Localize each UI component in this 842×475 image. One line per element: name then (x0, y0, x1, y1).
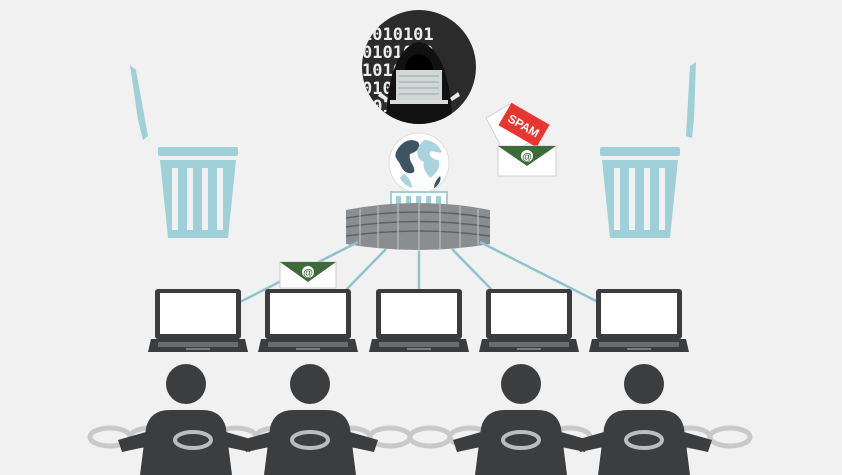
laptop-2 (258, 289, 358, 352)
laptop-1 (148, 289, 248, 352)
spam-email-icon: SPAM @ (485, 102, 557, 177)
server-icon (345, 191, 491, 251)
hacker-icon: 1010101 0101010 1010101 0101010 1010101 … (362, 10, 476, 124)
person-4-icon (576, 364, 712, 475)
chain-front-links (173, 430, 664, 450)
person-3-icon (453, 364, 589, 475)
laptop-3 (369, 289, 469, 352)
spam-email-at-symbol: @ (522, 152, 532, 163)
person-2-icon (242, 364, 378, 475)
laptop-4 (479, 289, 579, 352)
trash-can-left-icon (130, 65, 238, 238)
globe-icon (388, 132, 450, 194)
email-envelope-icon: @ (279, 261, 337, 289)
email-at-symbol: @ (303, 268, 313, 279)
spam-tag (498, 102, 550, 148)
trash-can-right-icon (600, 62, 696, 238)
binary-row-1: 1010101 (362, 25, 434, 45)
person-1-icon (118, 364, 254, 475)
laptop-5 (589, 289, 689, 352)
